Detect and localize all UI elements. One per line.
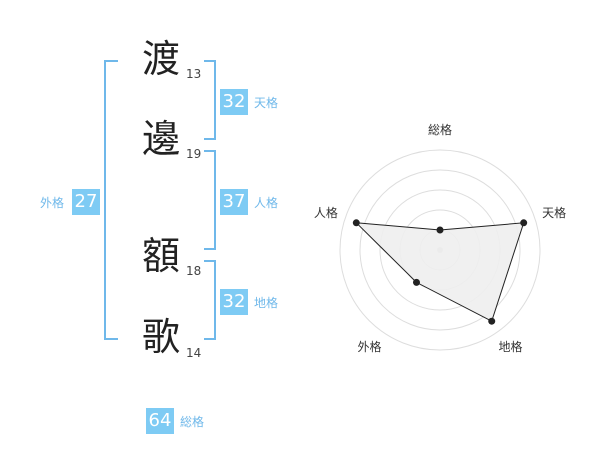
gaikaku-bracket [104,60,118,340]
radar-axis-label: 天格 [542,205,566,220]
jinkaku-value: 37 [220,189,248,215]
stroke-count-2: 19 [186,147,202,161]
jinkaku-label: 人格 [254,196,279,210]
radar-axis-label: 外格 [357,339,381,354]
radar-point [436,226,444,234]
radar-shape [354,222,525,322]
stroke-count-4: 14 [186,346,202,360]
tenkaku-value: 32 [220,89,248,115]
radar-point [352,219,360,227]
name-char-4: 歌 [142,315,181,359]
radar-axis-label: 総格 [428,122,452,137]
chikaku-label: 地格 [254,296,279,310]
gaikaku-value: 27 [72,189,100,215]
radar-grid-ring [359,169,521,331]
radar-grid-ring [339,149,541,351]
gaikaku-label: 外格 [40,196,65,210]
radar-point [488,317,496,325]
name-char-2: 邊 [142,117,181,161]
radar-axis-label: 地格 [499,339,523,354]
chikaku-bracket [204,260,216,340]
name-char-3: 額 [142,234,181,278]
jinkaku-bracket [204,150,216,250]
tenkaku-label: 天格 [254,96,279,110]
radar-point [412,278,420,286]
chikaku-value: 32 [220,289,248,315]
radar-axis-label: 人格 [314,205,338,220]
name-char-1: 渡 [142,37,181,81]
radar-point [520,219,528,227]
soukaku-value: 64 [146,408,174,434]
tenkaku-bracket [204,60,216,140]
stroke-count-3: 18 [186,264,202,278]
soukaku-label: 総格 [180,415,205,429]
stroke-count-1: 13 [186,67,202,81]
radar-points [352,219,528,325]
